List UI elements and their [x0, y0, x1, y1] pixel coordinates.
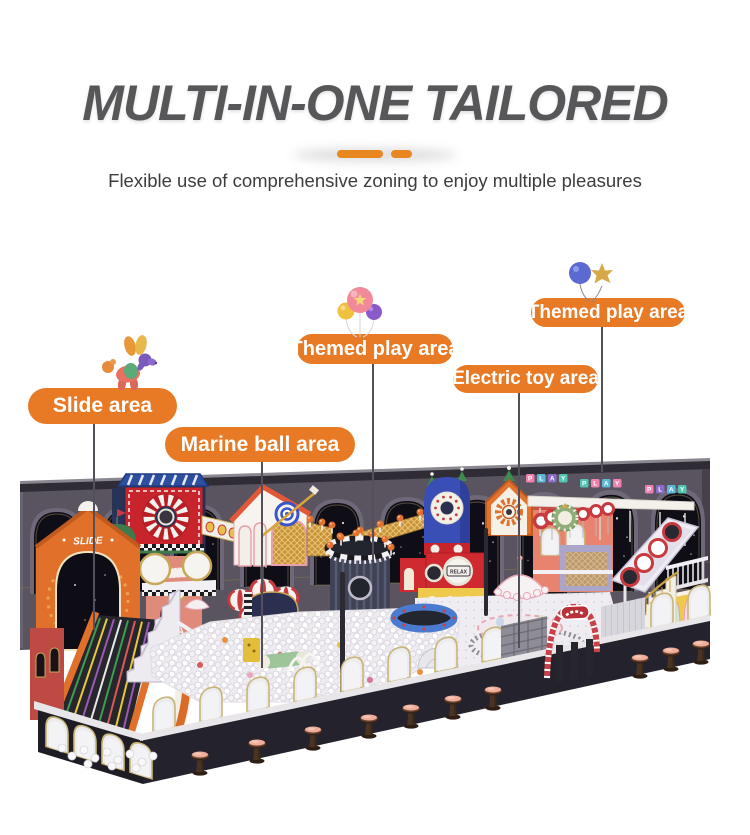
gate-posts [555, 636, 594, 682]
leader-line-themed-play-area-right [601, 327, 603, 472]
slide-tower: SLIDE [34, 501, 142, 651]
svg-text:Y: Y [561, 476, 566, 483]
callout-themed-play-area-center: Themed play area [291, 334, 459, 364]
playground-illustration: PL AY PL AY PL AY [19, 458, 711, 784]
balloons-icon [337, 287, 382, 338]
callout-themed-play-area-right: Themed play area [528, 298, 688, 327]
leader-line-marine-ball-area [261, 462, 263, 668]
svg-text:Y: Y [615, 481, 620, 488]
page-title: MULTI-IN-ONE TAILORED [82, 75, 668, 131]
clock-tower [112, 473, 210, 556]
svg-text:A: A [604, 481, 609, 488]
leader-line-electric-toy-area [518, 393, 520, 648]
leader-line-slide-area [93, 424, 95, 630]
callout-slide-area: Slide area [28, 388, 177, 424]
callout-marine-ball-area: Marine ball area [165, 427, 355, 462]
svg-text:L: L [658, 487, 662, 494]
svg-text:P: P [528, 476, 533, 483]
star-clock-icon [551, 503, 579, 532]
balloon-star-icon [569, 262, 613, 303]
callout-electric-toy-area: Electric toy area [452, 365, 599, 393]
svg-text:P: P [582, 481, 587, 488]
svg-text:L: L [539, 476, 543, 483]
pink-house [229, 483, 336, 567]
front-wall [34, 582, 711, 784]
yellow-stand [243, 638, 260, 662]
svg-text:A: A [669, 487, 674, 494]
svg-text:Y: Y [680, 487, 685, 494]
svg-text:L: L [593, 481, 597, 488]
svg-text:P: P [647, 487, 652, 494]
divider-dash-small-icon [391, 150, 412, 158]
slide-sign: SLIDE [73, 535, 103, 547]
balloon-dog-icon [102, 335, 158, 390]
leader-line-themed-play-area-center [372, 364, 374, 560]
svg-text:A: A [550, 476, 555, 483]
support-pole [484, 528, 488, 616]
orange-house [485, 466, 533, 536]
relax-sign: RELAX [450, 570, 468, 576]
divider-dash-icon [337, 150, 383, 158]
page-subtitle: Flexible use of comprehensive zoning to … [108, 170, 642, 191]
dartboard-icon [261, 485, 319, 537]
sign-bridge [527, 495, 695, 546]
slide-ball-spill [57, 743, 158, 773]
rainbow-gate [544, 603, 600, 679]
display-discs [138, 550, 216, 596]
right-porthole-slide [610, 517, 700, 614]
blue-tower [424, 467, 470, 555]
